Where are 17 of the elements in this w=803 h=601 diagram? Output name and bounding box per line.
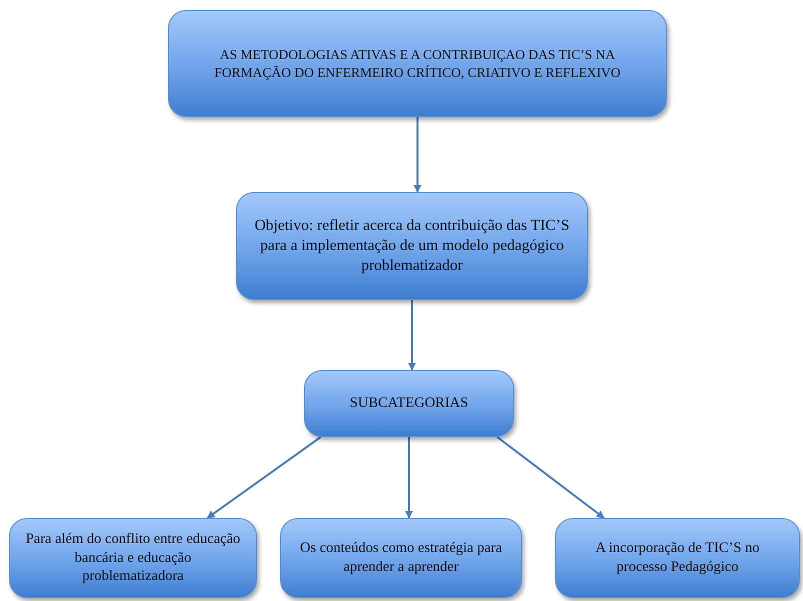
box-text: SUBCATEGORIAS	[350, 394, 468, 413]
rounded-box	[304, 370, 514, 437]
box-text: AS METODOLOGIAS ATIVAS E A CONTRIBUIÇAO DAS TIC’S NA FORMAÇÃO DO ENFERMEIRO CRÍTICO, CRIATIVO E REFLEXIVO	[213, 46, 622, 82]
arrow	[405, 437, 413, 519]
arrow	[496, 436, 605, 519]
rounded-box	[9, 518, 257, 598]
rounded-box	[555, 518, 800, 598]
box-text: Objetivo: refletir acerca da contribuição das TIC’S para a implementação de um modelo pedagógico problematizador	[254, 216, 570, 276]
box-text: Para além do conflito entre educação bancária e educação problematizadora	[24, 530, 242, 586]
arrow	[206, 436, 322, 519]
rounded-box	[236, 192, 588, 300]
arrow	[408, 300, 416, 371]
box-text: Os conteúdos como estratégia para aprender a aprender	[298, 539, 504, 577]
arrow	[414, 117, 422, 193]
rounded-box	[168, 10, 667, 117]
rounded-box	[280, 518, 522, 598]
box-text: A incorporação de TIC’S no processo Pedagógico	[594, 539, 761, 577]
